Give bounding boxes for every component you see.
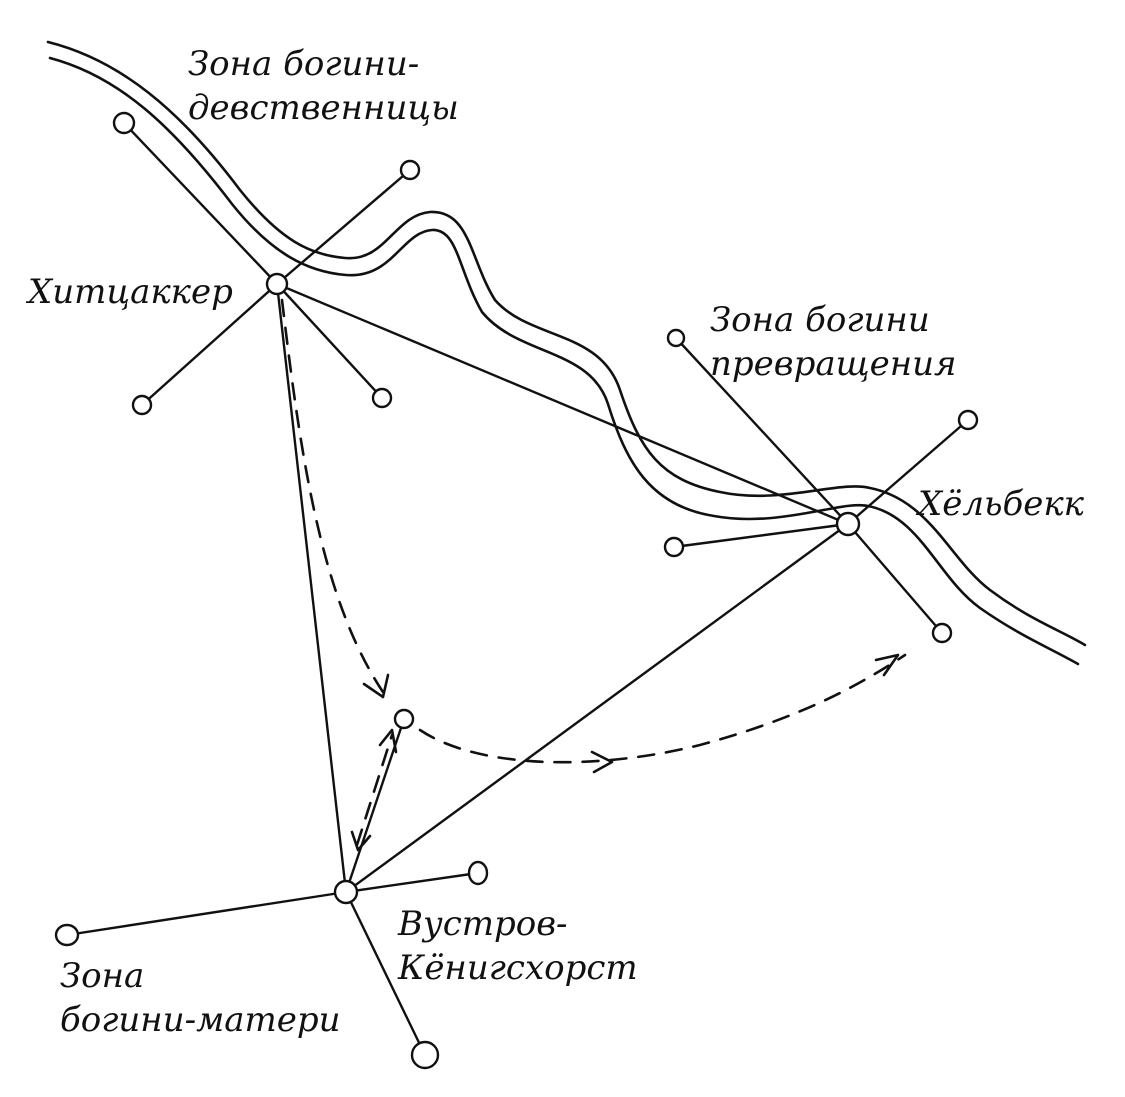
node-helbeck-se (931, 622, 953, 644)
label-zone-virgin-line2: девственницы (188, 88, 459, 128)
node-center (393, 708, 415, 730)
dashed-path-hitzacker-center (280, 298, 387, 697)
node-wustrow-w (54, 923, 80, 947)
node-helbeck (835, 511, 861, 537)
node-hitzacker-nw (112, 111, 136, 135)
arrowhead-up-center (378, 728, 398, 754)
node-helbeck-w (663, 536, 685, 558)
node-helbeck-nw (666, 328, 686, 348)
label-zone-virgin-line1: Зона богини- (188, 44, 420, 84)
label-hitzacker: Хитцаккер (28, 272, 233, 312)
wustrow-spoke-w (65, 890, 348, 937)
label-zone-mother-line2: богини-матери (60, 1000, 341, 1040)
helbeck-spoke-nw (674, 336, 850, 526)
dashed-path-center-helbeck (418, 653, 907, 764)
node-helbeck-ne (957, 409, 979, 431)
hitzacker-spoke-ne (275, 168, 412, 286)
node-hitzacker-se (371, 387, 393, 409)
wustrow-spoke-e (344, 871, 480, 894)
link-hitzacker-helbeck (275, 282, 850, 526)
river-bank-lower (48, 56, 1080, 666)
helbeck-spoke-w (672, 522, 850, 549)
arrowhead-right-mid (590, 750, 614, 774)
label-zone-transform-line1: Зона богини (710, 300, 930, 340)
link-wustrow-helbeck (344, 522, 850, 894)
node-hitzacker-sw (131, 394, 153, 416)
river-bank-upper (46, 40, 1087, 647)
node-wustrow (333, 879, 359, 905)
label-wustrow-line2: Кёнигсхорст (398, 948, 638, 988)
node-wustrow-e (467, 860, 489, 886)
arrowhead-down-wustrow (350, 830, 372, 852)
hitzacker-spoke-nw (122, 121, 279, 286)
label-wustrow-line1: Вустров- (398, 904, 568, 944)
helbeck-spoke-ne (846, 418, 970, 526)
label-zone-transform-line2: превращения (710, 344, 957, 384)
arrowhead-right-end (874, 653, 900, 677)
wustrow-spoke-s (344, 890, 427, 1057)
label-zone-mother-line1: Зона (60, 956, 145, 996)
node-hitzacker-ne (399, 159, 421, 181)
node-hitzacker (265, 272, 289, 296)
link-hitzacker-wustrow (275, 282, 348, 894)
node-wustrow-s (410, 1040, 440, 1070)
hitzacker-spoke-se (275, 282, 384, 400)
label-helbeck: Хёльбекк (918, 484, 1084, 524)
hitzacker-spoke-sw (140, 282, 279, 407)
dashed-path-wustrow-center (355, 733, 394, 847)
helbeck-spoke-se (846, 522, 944, 635)
arrowhead-down-center (362, 673, 390, 699)
